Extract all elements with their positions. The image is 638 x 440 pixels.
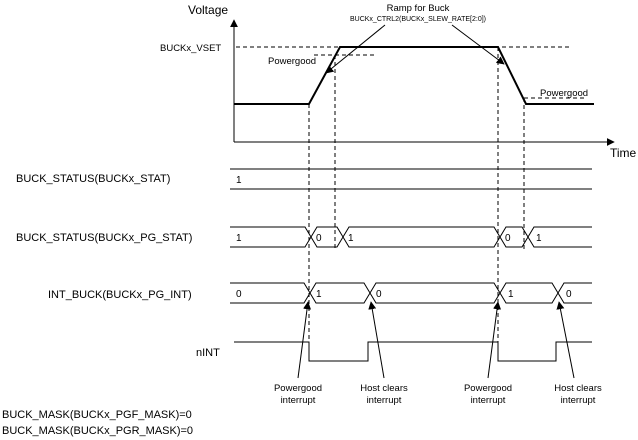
int-value-1: 1 — [316, 289, 322, 300]
host-clears-1-label: Host clears — [360, 383, 408, 394]
ramp-title: Ramp for Buck — [387, 3, 450, 14]
int-value-4: 0 — [566, 289, 572, 300]
ramp-register: BUCKx_CTRL2(BUCKx_SLEW_RATE[2:0]) — [350, 16, 486, 23]
signal-int-name: INT_BUCK(BUCKx_PG_INT) — [48, 289, 192, 301]
pg-stat-value-2: 1 — [348, 233, 354, 244]
pg-interrupt-arrow-2 — [487, 301, 502, 379]
powergood-rise-label: Powergood — [268, 56, 316, 67]
pg-stat-value-0: 1 — [236, 233, 242, 244]
host-clears-2-label-2: interrupt — [561, 395, 596, 406]
signal-nint-name: nINT — [196, 347, 220, 359]
pg-interrupt-2-label: Powergood — [464, 383, 512, 394]
host-clears-2-label: Host clears — [554, 383, 602, 394]
stat-value-0: 1 — [236, 175, 242, 186]
int-value-0: 0 — [236, 289, 242, 300]
mask-note-pgr: BUCK_MASK(BUCKx_PGR_MASK)=0 — [2, 425, 193, 437]
ramp-pointer-rise — [325, 24, 386, 74]
signal-stat-name: BUCK_STATUS(BUCKx_STAT) — [16, 173, 170, 185]
nint-waveform — [234, 341, 592, 362]
pg-stat-value-4: 1 — [536, 233, 542, 244]
voltage-trace — [234, 46, 594, 105]
host-clears-arrow-1 — [368, 301, 385, 379]
vset-label: BUCKx_VSET — [160, 43, 221, 54]
host-clears-arrow-2 — [556, 301, 575, 379]
pg-interrupt-2-label-2: interrupt — [471, 395, 506, 406]
mask-note-pgf: BUCK_MASK(BUCKx_PGF_MASK)=0 — [2, 409, 192, 421]
powergood-fall-label: Powergood — [540, 88, 588, 99]
bus-int — [230, 282, 592, 304]
signal-pg-stat-name: BUCK_STATUS(BUCKx_PG_STAT) — [16, 232, 192, 244]
voltage-axis-label: Voltage — [188, 3, 228, 17]
pg-interrupt-arrow-1 — [297, 301, 312, 379]
host-clears-1-label-2: interrupt — [367, 395, 402, 406]
pg-interrupt-1-label: Powergood — [274, 383, 322, 394]
pg-stat-value-3: 0 — [505, 233, 511, 244]
int-value-3: 1 — [508, 289, 514, 300]
pg-stat-value-1: 0 — [316, 233, 322, 244]
bus-pg-stat — [230, 226, 592, 248]
pg-interrupt-1-label-2: interrupt — [281, 395, 316, 406]
ramp-pointer-fall — [451, 24, 505, 65]
time-axis-label: Time — [610, 146, 637, 160]
int-value-2: 0 — [376, 289, 382, 300]
